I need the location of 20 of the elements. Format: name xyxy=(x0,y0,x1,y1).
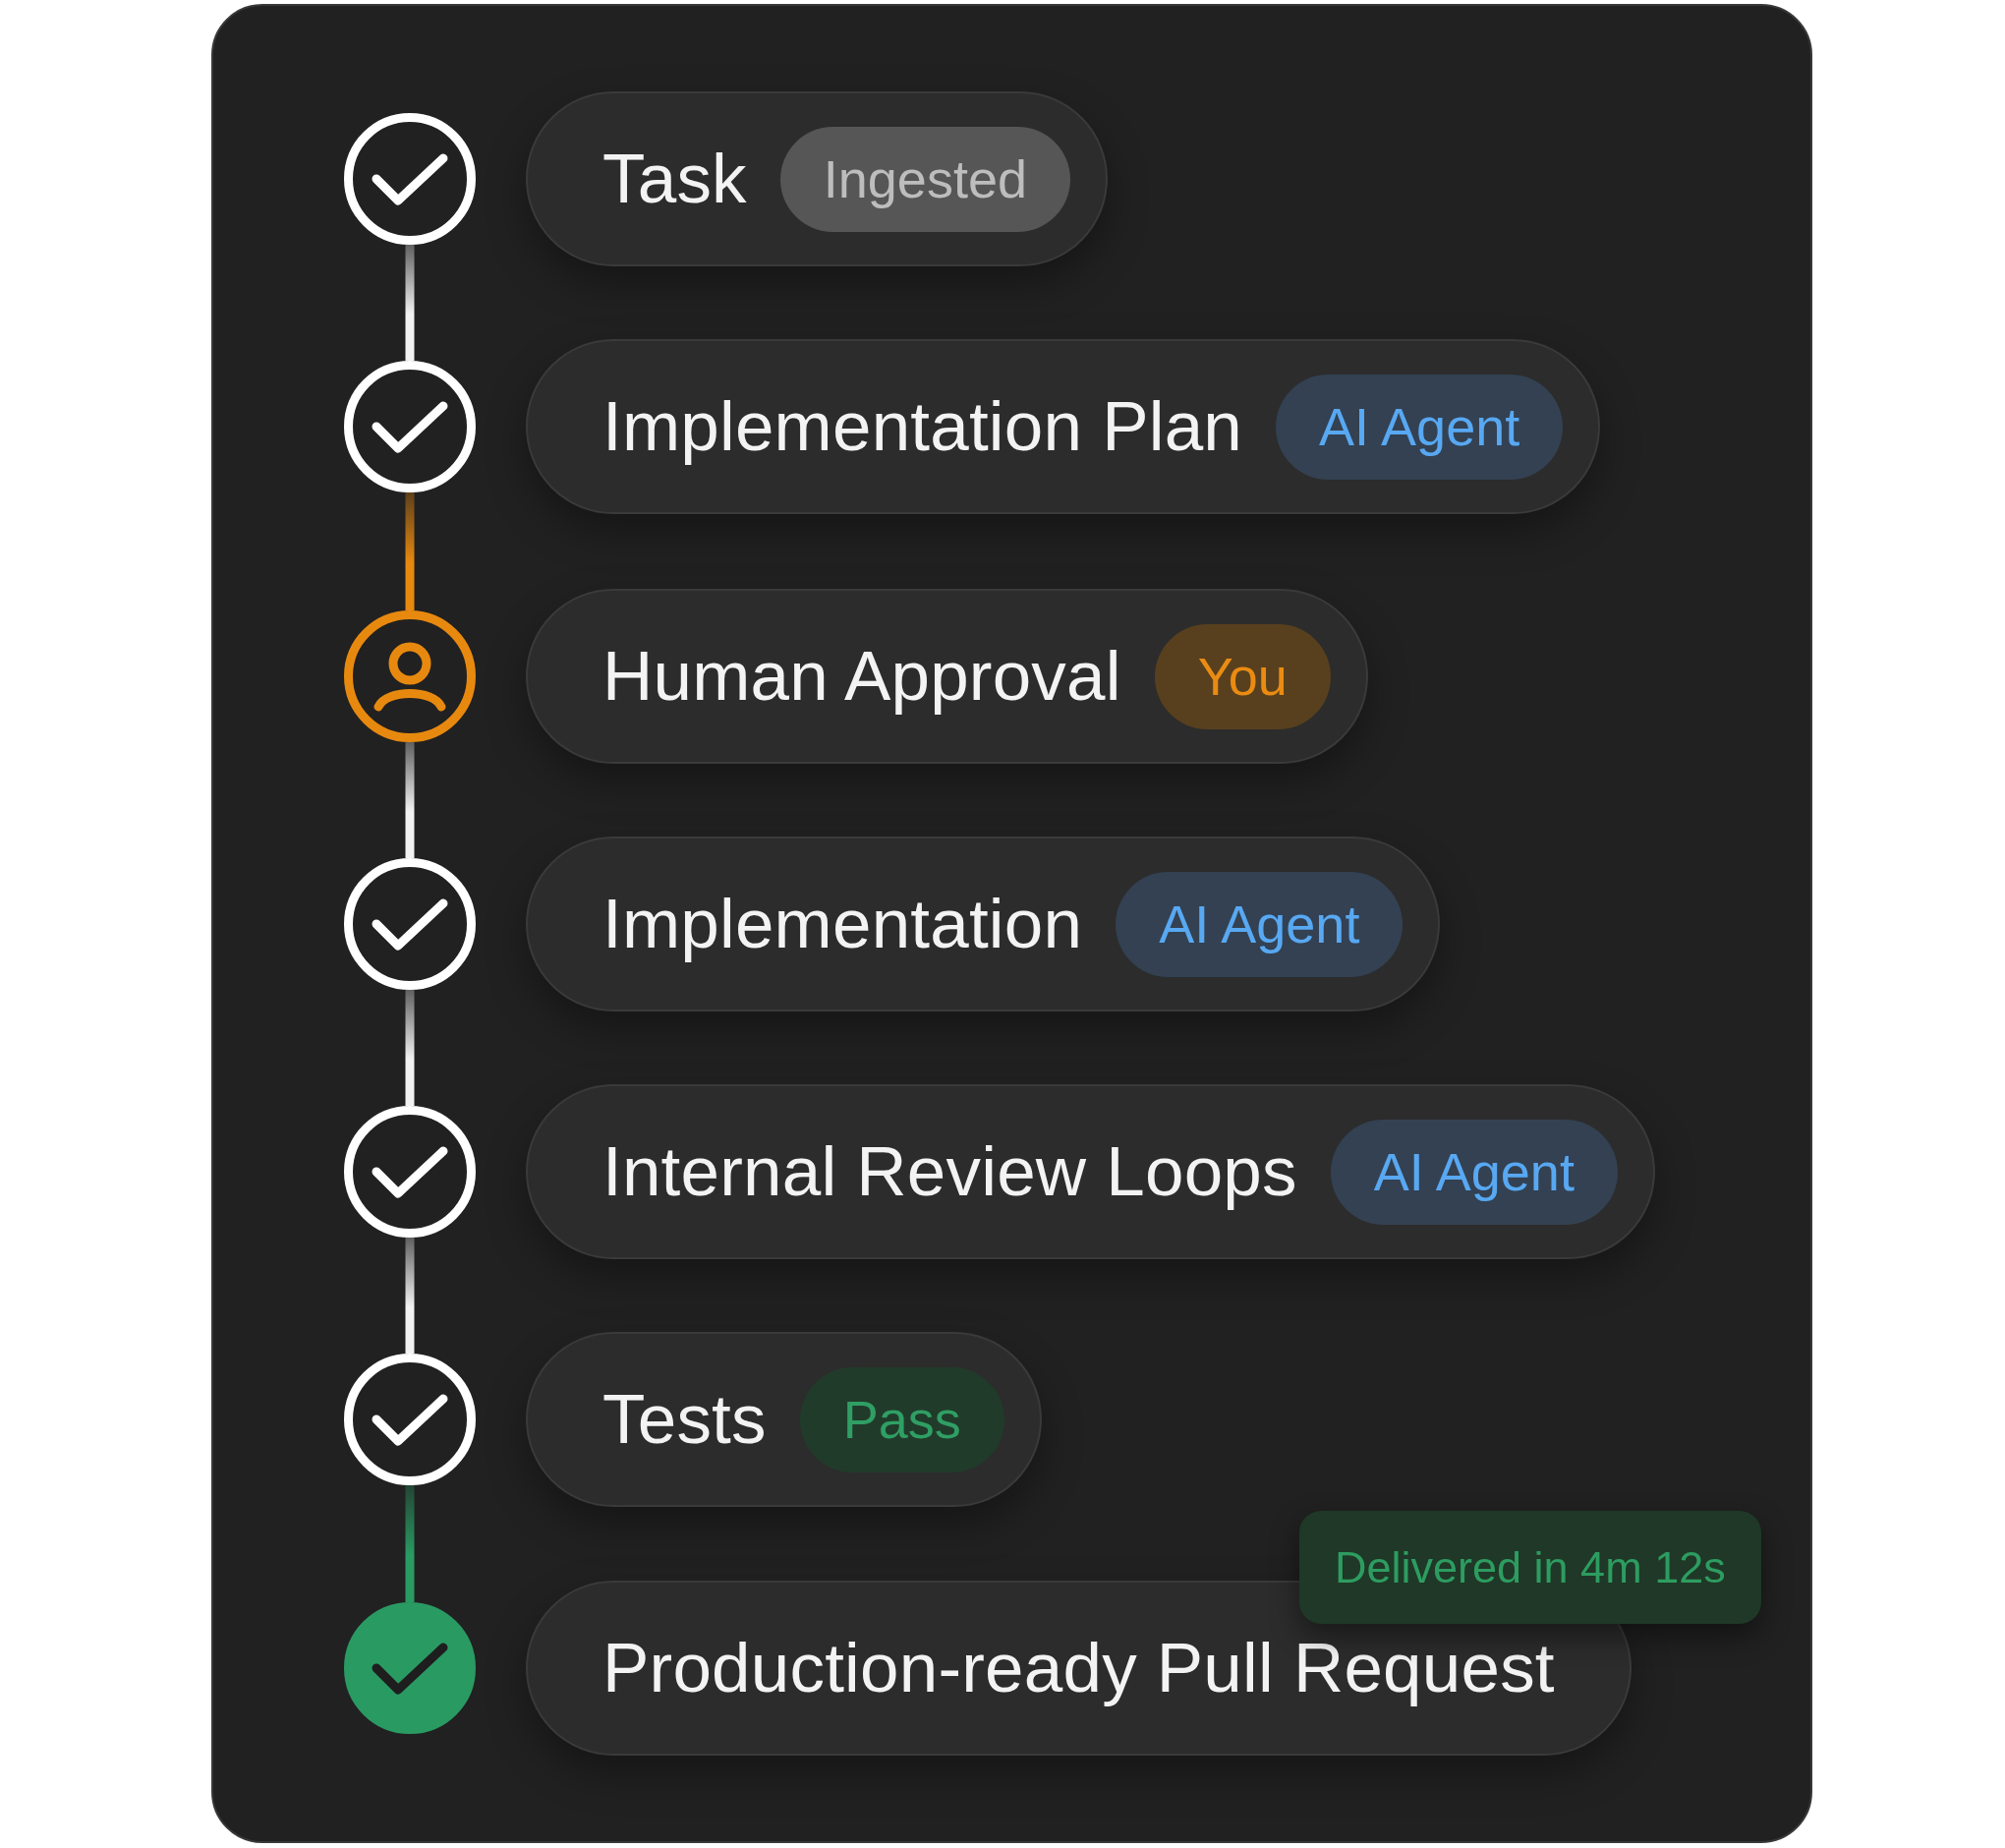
step-title: Implementation xyxy=(602,884,1083,964)
step-title: Implementation Plan xyxy=(602,386,1243,467)
connector-line xyxy=(405,742,415,858)
connector-line xyxy=(405,1485,415,1602)
status-badge: Pass xyxy=(799,1366,1004,1473)
step-title: Internal Review Loops xyxy=(602,1131,1297,1212)
connector-line xyxy=(405,245,415,361)
step-title: Production-ready Pull Request xyxy=(602,1628,1555,1708)
status-badge: You xyxy=(1154,623,1331,729)
step-title: Human Approval xyxy=(602,636,1121,717)
status-badge: Ingested xyxy=(779,126,1070,232)
status-badge: AI Agent xyxy=(1116,871,1404,977)
status-badge: AI Agent xyxy=(1276,374,1564,480)
step-title: Tests xyxy=(602,1379,767,1460)
connector-line xyxy=(405,990,415,1106)
step-title: Task xyxy=(602,139,747,219)
status-badge: AI Agent xyxy=(1330,1119,1618,1225)
connector-line xyxy=(405,492,415,610)
connector-line xyxy=(405,1238,415,1354)
duration-badge: Delivered in 4m 12s xyxy=(1299,1511,1761,1624)
